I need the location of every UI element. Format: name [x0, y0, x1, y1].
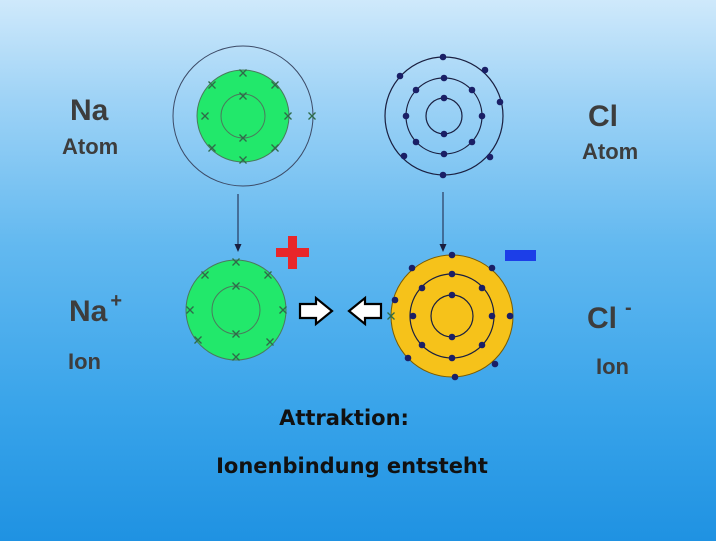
- na-ion-symbol-text: Na: [69, 295, 108, 328]
- na-ion: [185, 257, 288, 362]
- caption-line-1: Attraktion:: [279, 406, 409, 430]
- cl-ion-label: Ion: [596, 354, 629, 379]
- caption-line-2: Ionenbindung entsteht: [216, 454, 488, 478]
- na-ion-charge: +: [110, 290, 123, 312]
- cl-ion-electrons: [391, 251, 514, 381]
- arrow-down-icon: [439, 192, 447, 252]
- plus-sign-icon: [276, 236, 309, 269]
- na-ion-symbol: Na+: [69, 290, 122, 329]
- minus-sign-icon: [505, 250, 536, 261]
- cl-atom-label: Atom: [582, 139, 639, 164]
- na-symbol: Na: [70, 94, 109, 127]
- cl-ion-symbol-text: Cl: [587, 302, 617, 335]
- na-ion-core: [186, 260, 286, 360]
- cl-electrons: [396, 53, 504, 179]
- na-outer-shell: [172, 45, 314, 187]
- cl-ion-symbol: Cl-: [587, 297, 632, 336]
- arrow-left-icon: [347, 295, 383, 327]
- cl-symbol: Cl: [588, 100, 618, 133]
- na-core: [197, 70, 289, 162]
- arrow-down-icon: [234, 194, 242, 252]
- cl-ion: [386, 251, 514, 381]
- na-atom-label: Atom: [62, 134, 119, 159]
- cl-ion-charge: -: [625, 297, 632, 319]
- cl-atom: [384, 53, 504, 179]
- na-atom: [172, 45, 317, 187]
- arrow-right-icon: [298, 295, 334, 327]
- na-ion-label: Ion: [68, 349, 101, 374]
